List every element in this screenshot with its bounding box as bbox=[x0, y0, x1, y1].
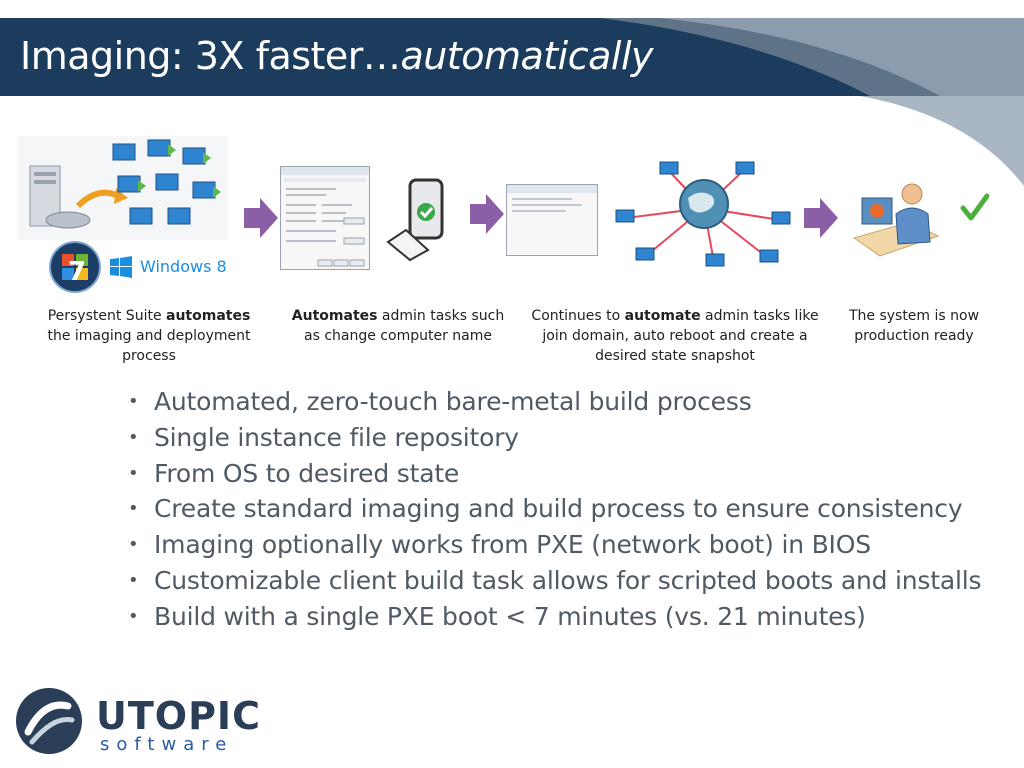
bullet-item: •Imaging optionally works from PXE (netw… bbox=[128, 530, 871, 560]
network-join-icon bbox=[615, 161, 791, 267]
title-banner bbox=[0, 18, 1024, 96]
utopic-logo-icon bbox=[16, 688, 82, 754]
system-properties-dialog-icon bbox=[280, 166, 370, 270]
server-to-clients-icon bbox=[18, 136, 228, 240]
step-caption-4: The system is now production ready bbox=[848, 308, 980, 344]
windows8-label: Windows 8 bbox=[140, 257, 227, 276]
bullet-item: •Automated, zero-touch bare-metal build … bbox=[128, 387, 752, 416]
windows7-label: 7 bbox=[68, 257, 86, 287]
title-swoosh bbox=[860, 96, 1024, 186]
domain-dialog-icon bbox=[506, 184, 598, 256]
bullet-item: •Customizable client build task allows f… bbox=[128, 565, 982, 595]
user-at-workstation-icon bbox=[852, 183, 940, 257]
logo-subtitle: software bbox=[100, 734, 234, 755]
step-arrow-icon bbox=[804, 198, 838, 238]
step-arrow-icon bbox=[470, 194, 504, 234]
step-caption-3: Continues to automate admin tasks like j… bbox=[531, 308, 819, 364]
windows7-logo: 7 bbox=[49, 241, 101, 293]
logo-name: UTOPIC bbox=[96, 694, 261, 738]
step-arrow-icon bbox=[244, 198, 278, 238]
windows8-logo-icon bbox=[110, 256, 132, 278]
managed-device-check-icon bbox=[386, 178, 444, 262]
title-banner-background bbox=[0, 18, 1024, 96]
bullet-item: •From OS to desired state bbox=[128, 458, 460, 488]
bullet-item: •Single instance file repository bbox=[128, 422, 519, 452]
bullet-item: •Build with a single PXE boot < 7 minute… bbox=[128, 601, 866, 631]
title-emphasis: automatically bbox=[400, 34, 653, 78]
bullet-list: •Automated, zero-touch bare-metal build … bbox=[128, 384, 981, 635]
bullet-item: •Create standard imaging and build proce… bbox=[128, 494, 963, 524]
step-caption-2: Automates admin tasks such as change com… bbox=[291, 308, 505, 344]
check-mark-icon bbox=[960, 193, 990, 221]
step-caption-1: Persystent Suite automates the imaging a… bbox=[47, 308, 251, 364]
title-main: Imaging: 3X faster… bbox=[20, 34, 401, 78]
page-title: Imaging: 3X faster…automatically bbox=[20, 34, 653, 78]
